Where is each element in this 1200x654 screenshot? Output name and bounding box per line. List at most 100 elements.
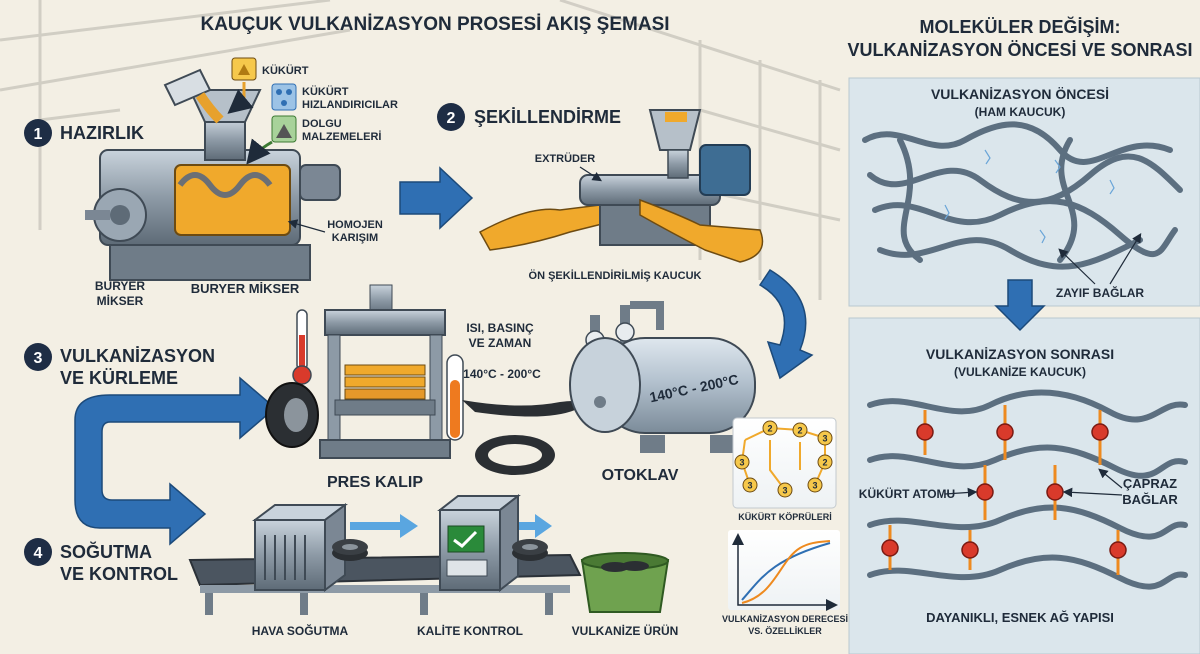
tire-on-belt-1 bbox=[332, 539, 368, 561]
step-3-badge: 3 bbox=[24, 343, 52, 371]
cure-graph-label-line1: VULKANİZASYON DERECESİ bbox=[722, 614, 848, 624]
extruder-label: EXTRÜDER bbox=[535, 152, 596, 165]
ingredient-sulfur: KÜKÜRT bbox=[262, 64, 309, 77]
bridge-node-label: 3 bbox=[822, 434, 827, 444]
bridge-node-label: 3 bbox=[812, 481, 817, 491]
filler-icon bbox=[271, 115, 297, 143]
extruder-machine bbox=[478, 109, 764, 263]
accelerator-icon bbox=[271, 83, 297, 111]
flow-arrow-3-4 bbox=[74, 376, 277, 546]
product-bin bbox=[580, 552, 670, 613]
crosslinks-pointer bbox=[1098, 468, 1123, 489]
sulfur-atom-pointer bbox=[944, 487, 978, 498]
step-3-label-line1: VULKANİZASYON bbox=[60, 346, 215, 366]
ingredient-accelerator-line1: KÜKÜRT bbox=[302, 85, 349, 98]
quality-control-unit bbox=[437, 493, 521, 593]
ingredient-filler-line1: DOLGU bbox=[302, 118, 342, 130]
ingredient-arrow bbox=[227, 82, 254, 114]
tire-icon bbox=[265, 382, 319, 448]
svg-text:3: 3 bbox=[34, 350, 43, 367]
ingredient-filler-line2: MALZEMELERİ bbox=[302, 130, 381, 143]
weak-bonds-pointer-2 bbox=[1109, 232, 1142, 285]
press-mold bbox=[319, 284, 451, 459]
sulfur-bridges-label: KÜKÜRT KÖPRÜLERİ bbox=[738, 512, 832, 522]
bridge-node bbox=[792, 422, 808, 438]
step-2-badge: 2 bbox=[437, 103, 465, 131]
step-4-label-line2: VE KONTROL bbox=[60, 564, 178, 584]
rubber-mix bbox=[174, 164, 291, 236]
diagram-title: KAUÇUK VULKANİZASYON PROSESİ AKIŞ ŞEMASI bbox=[200, 14, 669, 35]
press-mold-label: PRES KALIP bbox=[327, 474, 423, 491]
molecular-panel bbox=[848, 77, 1200, 654]
rubber-ring bbox=[475, 435, 555, 475]
homogeneous-mix-line1: HOMOJEN bbox=[327, 219, 383, 231]
bridge-node-label: 3 bbox=[747, 481, 752, 491]
tire-on-belt-2 bbox=[512, 539, 548, 561]
homogeneous-mix-line2: KARIŞIM bbox=[332, 232, 378, 244]
vulcanized-product-label: VULKANİZE ÜRÜN bbox=[572, 623, 679, 638]
weak-bonds-pointer bbox=[1058, 248, 1096, 285]
conditions-line1: ISI, BASINÇ bbox=[466, 321, 534, 335]
crosslinks-pointer-2 bbox=[1062, 487, 1123, 498]
cure-curve-orange bbox=[741, 540, 831, 604]
bridge-node-label: 2 bbox=[797, 426, 802, 436]
vulcanized-chains bbox=[867, 389, 1188, 590]
before-title: VULKANİZASYON ÖNCESİ bbox=[931, 86, 1109, 102]
preformed-rubber-label: ÖN ŞEKİLLENDİRİLMİŞ KAUCUK bbox=[529, 269, 702, 282]
bridge-node-label: 2 bbox=[767, 424, 772, 434]
quality-control-label: KALİTE KONTROL bbox=[417, 623, 523, 638]
step-4-badge: 4 bbox=[24, 538, 52, 566]
bridge-node-label: 2 bbox=[822, 458, 827, 468]
after-subtitle: (VULKANİZE KAUCUK) bbox=[954, 364, 1086, 379]
weak-bond-marks bbox=[944, 149, 1115, 244]
bridge-node bbox=[762, 420, 778, 436]
filler-arrow bbox=[246, 138, 273, 165]
temperature-range: 140°C - 200°C bbox=[463, 367, 541, 381]
mixer-side-line1: BURYER bbox=[95, 279, 146, 293]
conveyor-arrow-2 bbox=[505, 514, 552, 538]
bridge-node bbox=[777, 482, 793, 498]
bridge-node-label: 3 bbox=[739, 458, 744, 468]
flow-arrow-2-3 bbox=[758, 268, 814, 380]
heat-gauge-icon bbox=[446, 354, 464, 441]
conditions-line2: VE ZAMAN bbox=[469, 336, 532, 350]
mixer-machine bbox=[85, 68, 341, 281]
conveyor-belt bbox=[188, 553, 582, 615]
sulfur-icon bbox=[231, 57, 257, 81]
bridge-node bbox=[817, 454, 833, 470]
mixer-side-line2: MİKSER bbox=[97, 293, 144, 308]
cure-graph-label-line2: VS. ÖZELLİKLER bbox=[748, 626, 822, 636]
bridge-nodes: 2 3 2 3 3 2 3 3 bbox=[734, 420, 833, 498]
cure-curve-blue bbox=[741, 542, 831, 601]
crosslinks-label-line1: ÇAPRAZ bbox=[1123, 476, 1177, 491]
rubber-sheet-right bbox=[639, 198, 764, 263]
svg-text:1: 1 bbox=[34, 126, 43, 143]
molecular-change-arrow bbox=[994, 279, 1046, 332]
ingredient-accelerator-line2: HIZLANDIRICILAR bbox=[302, 99, 398, 111]
svg-text:4: 4 bbox=[34, 545, 43, 562]
step-4-label-line1: SOĞUTMA bbox=[60, 541, 152, 562]
mix-pointer bbox=[287, 219, 326, 233]
weak-bonds-label: ZAYIF BAĞLAR bbox=[1056, 285, 1145, 300]
step-3-label-line2: VE KÜRLEME bbox=[60, 368, 178, 388]
sulfur-atom-label: KÜKÜRT ATOMU bbox=[859, 486, 955, 501]
autoclave-tank bbox=[569, 301, 756, 453]
conveyor-arrow-1 bbox=[350, 514, 418, 538]
network-label: DAYANIKLI, ESNEK AĞ YAPISI bbox=[926, 610, 1114, 625]
molecular-title-line1: MOLEKÜLER DEĞİŞİM: bbox=[920, 16, 1121, 37]
raw-rubber-chains bbox=[862, 121, 1183, 270]
svg-text:2: 2 bbox=[447, 110, 456, 127]
cure-graph bbox=[728, 530, 840, 611]
autoclave-label: OTOKLAV bbox=[602, 467, 679, 484]
extruder-pointer bbox=[579, 166, 603, 182]
step-1-badge: 1 bbox=[24, 119, 52, 147]
flow-arrow-1-2 bbox=[399, 166, 474, 230]
step-2-label: ŞEKİLLENDİRME bbox=[474, 107, 621, 127]
thermometer-icon bbox=[292, 309, 312, 385]
bridge-node bbox=[807, 477, 823, 493]
before-subtitle: (HAM KAUCUK) bbox=[975, 105, 1066, 119]
crosslinks-label-line2: BAĞLAR bbox=[1122, 492, 1178, 507]
bridge-node-label: 3 bbox=[782, 486, 787, 496]
bridge-node bbox=[817, 430, 833, 446]
